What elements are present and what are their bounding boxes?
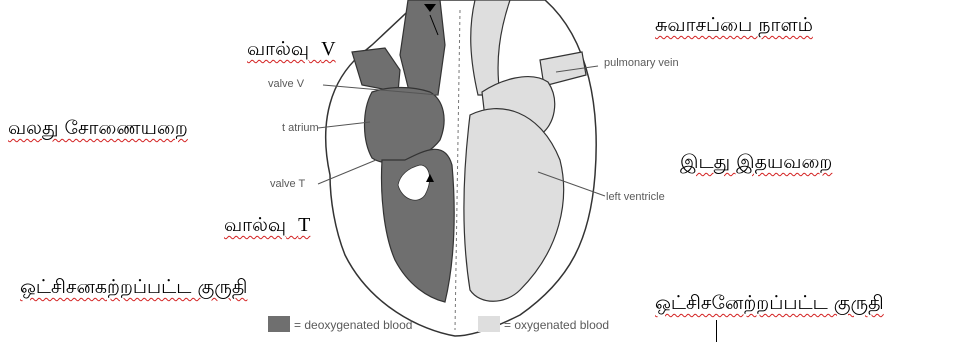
- english-label-left-ventricle: left ventricle: [606, 191, 665, 203]
- text-cursor: [716, 320, 717, 342]
- deoxygenated-vessel: [400, 0, 445, 95]
- tamil-label-valve-t: வால்வு T: [224, 214, 310, 239]
- legend-swatch-deoxygenated: [268, 316, 290, 332]
- english-label-pulmonary-vein: pulmonary vein: [604, 57, 679, 69]
- tamil-label-deoxygenated-blood: ஒட்சிசனகற்றப்பட்ட குருதி: [20, 276, 247, 301]
- tamil-label-right-atrium: வலது சோணையறை: [8, 117, 188, 142]
- english-label-right-atrium: t atrium: [282, 122, 319, 134]
- legend-swatch-oxygenated: [478, 316, 500, 332]
- tamil-label-pulmonary-vein: சுவாசப்பை நாளம்: [655, 14, 813, 39]
- legend-label-deoxygenated: = deoxygenated blood: [294, 318, 412, 332]
- english-label-valve-v: valve V: [268, 78, 304, 90]
- tamil-label-oxygenated-blood: ஒட்சிசனேற்றப்பட்ட குருதி: [655, 292, 884, 317]
- tamil-label-valve-v: வால்வு V: [247, 38, 336, 63]
- legend-label-oxygenated: = oxygenated blood: [504, 318, 609, 332]
- tamil-label-left-ventricle: இடது இதயவறை: [680, 151, 832, 176]
- english-label-valve-t: valve T: [270, 178, 305, 190]
